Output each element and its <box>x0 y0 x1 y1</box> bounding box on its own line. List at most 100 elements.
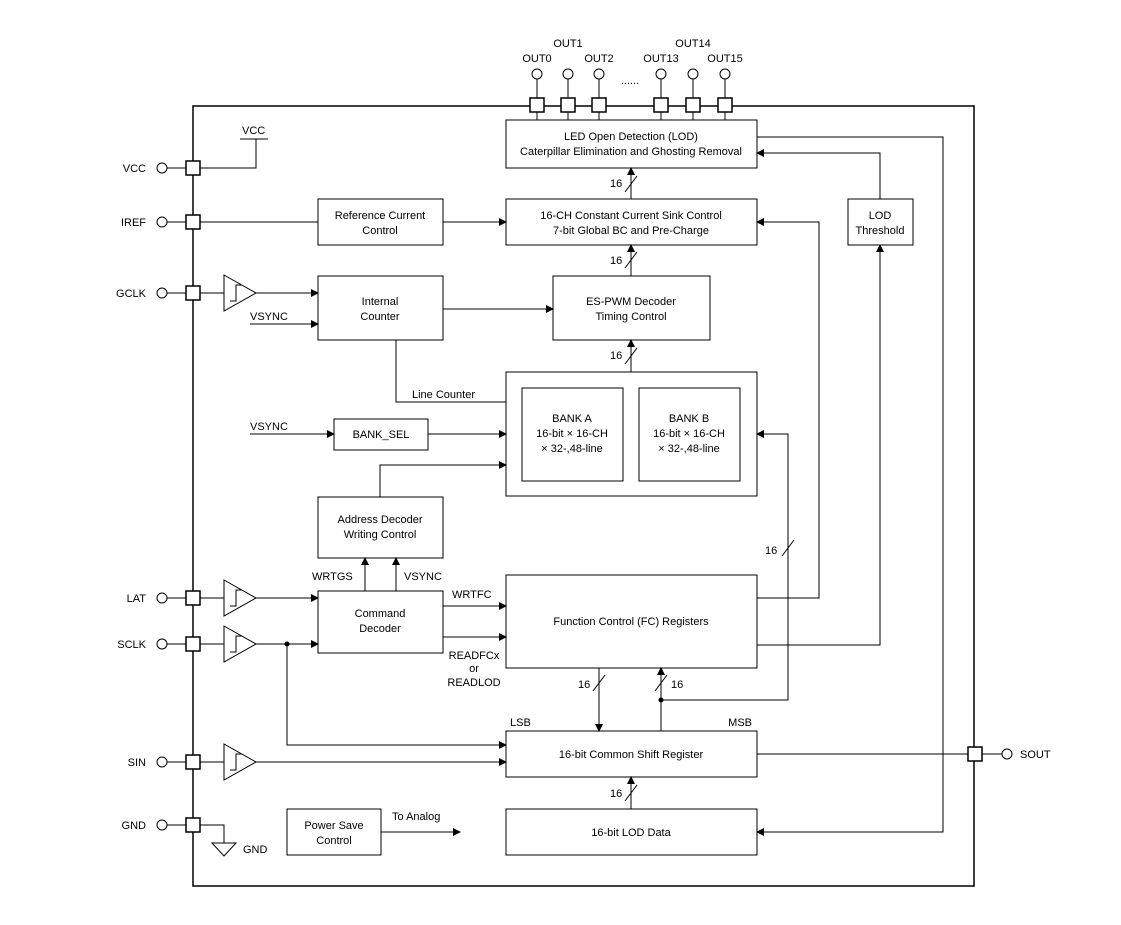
signal-labels: 16 16 16 16 16 16 16 VSYNC VSYNC Line Co… <box>250 178 777 823</box>
out1-label: OUT1 <box>553 38 582 50</box>
sclk-pin: SCLK <box>117 625 507 749</box>
bank-a-block <box>521 387 624 482</box>
addr-line1: Address Decoder <box>338 514 423 526</box>
internal-counter-block: Internal Counter <box>317 275 444 341</box>
lat-pin: LAT <box>127 579 319 617</box>
ref-line1: Reference Current <box>335 210 426 222</box>
ccs-block: 16-CH Constant Current Sink Control 7-bi… <box>505 198 758 246</box>
lsb-label: LSB <box>510 717 531 729</box>
out13-label: OUT13 <box>643 53 678 65</box>
or-label: or <box>469 663 479 675</box>
out15-label: OUT15 <box>707 53 742 65</box>
readfcx-label: READFCx <box>449 650 500 662</box>
sin-label: SIN <box>128 757 146 769</box>
pwm-line1: ES-PWM Decoder <box>586 296 676 308</box>
out1-pin <box>560 68 576 120</box>
bank-sel-label: BANK_SEL <box>353 429 410 441</box>
pwm-decoder-block: ES-PWM Decoder Timing Control <box>552 275 711 341</box>
counter-line1: Internal <box>362 296 399 308</box>
bus-width-lod-data: 16 <box>610 788 622 800</box>
output-pins: OUT0 OUT1 OUT2 OUT13 OUT14 OUT15 ...... <box>522 38 743 120</box>
out14-label: OUT14 <box>675 38 710 50</box>
bank-a-line3: × 32-,48-line <box>541 443 602 455</box>
out2-label: OUT2 <box>584 53 613 65</box>
cmd-line1: Command <box>355 608 406 620</box>
lat-label: LAT <box>127 593 147 605</box>
bank-b-block <box>638 387 741 482</box>
addr-line2: Writing Control <box>344 529 417 541</box>
bus-width-ccs: 16 <box>610 255 622 267</box>
out14-pin <box>685 68 701 120</box>
ref-line2: Control <box>362 225 397 237</box>
vcc-pin: VCC VCC <box>123 125 268 176</box>
sin-pin: SIN <box>128 743 507 781</box>
ccs-line1: 16-CH Constant Current Sink Control <box>540 210 722 222</box>
bus-width-bank: 16 <box>765 545 777 557</box>
iref-pin: IREF <box>121 214 318 230</box>
pwm-line2: Timing Control <box>595 311 666 323</box>
vcc-internal-label: VCC <box>242 125 265 137</box>
gnd-internal-label: GND <box>243 844 268 856</box>
gclk-label: GCLK <box>116 288 147 300</box>
address-decoder-block: Address Decoder Writing Control <box>317 496 444 559</box>
out2-pin <box>591 68 607 120</box>
gnd-pin: GND GND <box>122 817 268 857</box>
lod-line2: Caterpillar Elimination and Ghosting Rem… <box>520 146 742 158</box>
out-ellipsis: ...... <box>621 75 639 87</box>
bus-width-lod: 16 <box>610 178 622 190</box>
bank-a-line1: BANK A <box>552 413 592 425</box>
bank-a-line2: 16-bit × 16-CH <box>536 428 608 440</box>
ground-icon <box>210 842 238 857</box>
lod-threshold-block: LOD Threshold <box>847 198 914 246</box>
fc-label: Function Control (FC) Registers <box>553 616 709 628</box>
counter-line2: Counter <box>360 311 399 323</box>
gnd-label: GND <box>122 820 147 832</box>
lod-threshold-line1: LOD <box>869 210 892 222</box>
msb-label: MSB <box>728 717 752 729</box>
bank-memory-block: BANK A 16-bit × 16-CH × 32-,48-line BANK… <box>505 371 758 497</box>
shift-label: 16-bit Common Shift Register <box>559 749 704 761</box>
out15-pin <box>717 68 733 120</box>
vcc-label: VCC <box>123 163 146 175</box>
out0-pin <box>529 68 545 120</box>
line-counter-label: Line Counter <box>412 389 475 401</box>
out13-pin <box>653 68 669 120</box>
power-save-block: Power Save Control <box>286 808 382 856</box>
ccs-line2: 7-bit Global BC and Pre-Charge <box>553 225 709 237</box>
reference-current-block: Reference Current Control <box>317 198 444 246</box>
iref-label: IREF <box>121 217 146 229</box>
vsync-addr-label: VSYNC <box>404 571 442 583</box>
fc-registers-block: Function Control (FC) Registers <box>505 574 758 669</box>
vsync-banksel-label: VSYNC <box>250 421 288 433</box>
wrtgs-label: WRTGS <box>312 571 353 583</box>
to-analog-label: To Analog <box>392 811 440 823</box>
lod-data-block: 16-bit LOD Data <box>505 808 758 856</box>
wrtfc-label: WRTFC <box>452 589 492 601</box>
bank-b-line2: 16-bit × 16-CH <box>653 428 725 440</box>
connections <box>250 136 944 836</box>
vsync-counter-label: VSYNC <box>250 311 288 323</box>
bank-sel-block: BANK_SEL <box>333 418 429 451</box>
shift-register-block: 16-bit Common Shift Register <box>505 730 758 778</box>
bank-b-line1: BANK B <box>669 413 709 425</box>
sclk-label: SCLK <box>117 639 146 651</box>
chip-outline <box>192 105 975 887</box>
power-line1: Power Save <box>304 820 363 832</box>
bus-width-pwm: 16 <box>610 350 622 362</box>
lod-threshold-line2: Threshold <box>856 225 905 237</box>
lod-line1: LED Open Detection (LOD) <box>564 131 698 143</box>
command-decoder-block: Command Decoder <box>317 590 444 654</box>
lod-block: LED Open Detection (LOD) Caterpillar Eli… <box>505 119 758 169</box>
cmd-line2: Decoder <box>359 623 401 635</box>
power-line2: Control <box>316 835 351 847</box>
bus-width-fc-down: 16 <box>578 679 590 691</box>
bank-b-line3: × 32-,48-line <box>658 443 719 455</box>
lod-data-label: 16-bit LOD Data <box>591 827 671 839</box>
sout-label: SOUT <box>1020 749 1051 761</box>
gclk-pin: GCLK <box>116 274 319 312</box>
bus-width-fc-up: 16 <box>671 679 683 691</box>
readlod-label: READLOD <box>447 677 500 689</box>
sout-pin: SOUT <box>757 746 1051 762</box>
out0-label: OUT0 <box>522 53 551 65</box>
